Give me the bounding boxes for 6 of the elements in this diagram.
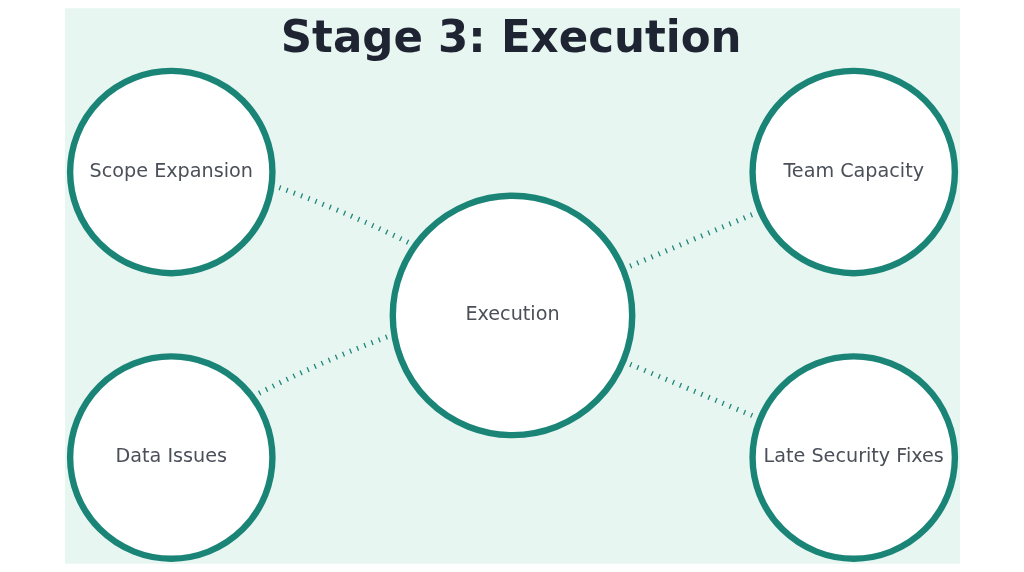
diagram-title: Stage 3: Execution — [280, 11, 742, 62]
node-circle: Execution — [389, 192, 635, 439]
node-circle: Scope Expansion — [66, 67, 276, 277]
node-circle: Data Issues — [66, 353, 276, 562]
node-circle: Late Security Fixes — [748, 353, 958, 562]
node-circle: Team Capacity — [748, 67, 958, 277]
